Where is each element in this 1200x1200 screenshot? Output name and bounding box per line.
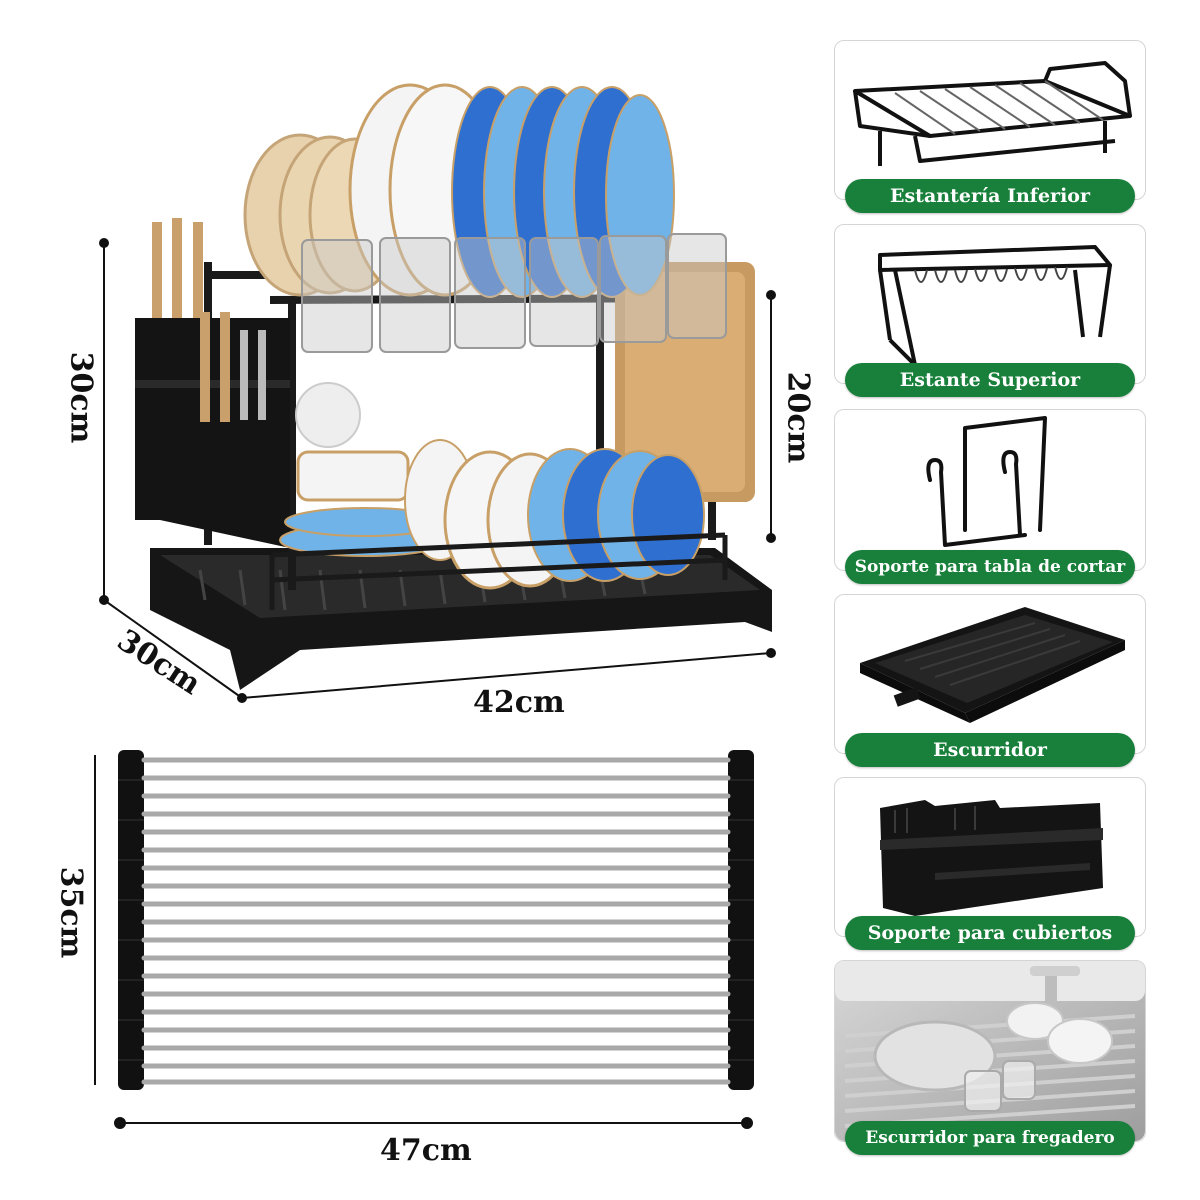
upper-blue-plates	[451, 86, 675, 298]
part-panel-sink-roll-mat: Escurridor para fregadero	[834, 960, 1146, 1155]
mat-height-label: 35cm	[53, 866, 89, 959]
dish-rack-illustration	[99, 83, 776, 703]
part-panel-cutlery-holder: Soporte para cubiertos	[834, 777, 1146, 950]
mat-width-label: 47cm	[380, 1133, 472, 1168]
part-panel-cutting-board-holder: Soporte para tabla de cortar	[834, 409, 1146, 584]
upper-height-label: 20cm	[780, 371, 816, 464]
rack-height-label: 30cm	[63, 351, 99, 444]
glasses	[301, 233, 727, 353]
upper-shelf-icon	[878, 245, 1112, 367]
sink-roll-mat-photo	[835, 961, 1145, 1141]
cutlery-holder	[135, 218, 290, 548]
part-label-drain-tray: Escurridor	[845, 733, 1135, 767]
roll-up-mat-illustration	[94, 750, 754, 1129]
part-panel-upper-shelf: Estante Superior	[834, 224, 1146, 397]
part-panel-drain-tray: Escurridor	[834, 594, 1146, 767]
drain-tray-icon	[860, 607, 1125, 723]
lower-plates	[404, 439, 705, 590]
part-label-cutting-board-holder: Soporte para tabla de cortar	[845, 550, 1135, 584]
part-label-upper-shelf: Estante Superior	[845, 363, 1135, 397]
part-label-cutlery-holder: Soporte para cubiertos	[845, 916, 1135, 950]
rack-width-label: 42cm	[473, 685, 565, 720]
cutting-board-holder-icon	[926, 416, 1047, 547]
part-label-sink-roll-mat: Escurridor para fregadero	[845, 1121, 1135, 1155]
part-panel-lower-shelf: Estantería Inferior	[834, 40, 1146, 213]
cutlery-holder-icon	[880, 800, 1103, 916]
lower-shelf-icon	[853, 61, 1132, 166]
part-label-lower-shelf: Estantería Inferior	[845, 179, 1135, 213]
